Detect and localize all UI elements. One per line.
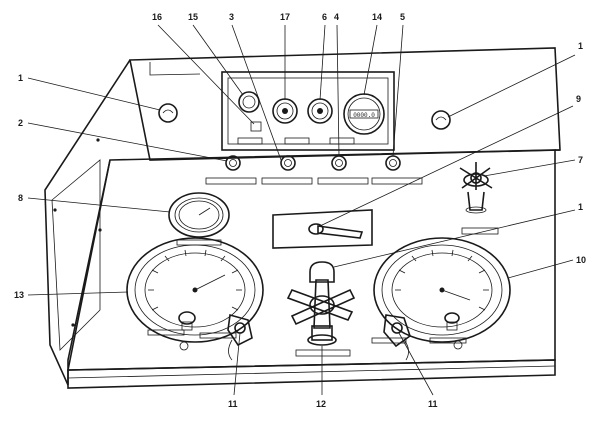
- switch-5: [371, 155, 423, 185]
- callout-5: 5: [400, 12, 405, 22]
- gauge-13: [126, 237, 264, 351]
- callout-15: 15: [188, 12, 198, 22]
- right-valve-handwheel: [459, 162, 499, 235]
- gauge-8: [168, 192, 230, 246]
- center-valve-handwheel: [286, 261, 356, 357]
- callout-6: 6: [322, 12, 327, 22]
- callout-11-left: 11: [228, 399, 238, 409]
- instrument-box: 0000.0: [221, 71, 395, 151]
- callout-16: 16: [152, 12, 162, 22]
- callout-1-left-light: 1: [18, 73, 23, 83]
- callout-14: 14: [372, 12, 382, 22]
- callout-12: 12: [316, 399, 326, 409]
- callout-13: 13: [14, 290, 24, 300]
- callout-1-center-valve: 1: [578, 202, 583, 212]
- callout-10: 10: [576, 255, 586, 265]
- callout-labels: 1 1 1 1 2 3 4 5 6 7 8 9 10 11 11 12 13 1…: [14, 12, 586, 409]
- switch-3: [261, 155, 313, 185]
- switch-2: [205, 155, 257, 185]
- hourmeter-readout: 0000.0: [353, 112, 375, 119]
- callout-11-right: 11: [428, 399, 438, 409]
- switch-4: [317, 155, 369, 185]
- gauge-10: [371, 237, 511, 350]
- callout-2: 2: [18, 118, 23, 128]
- callout-17: 17: [280, 12, 290, 22]
- callout-3: 3: [229, 12, 234, 22]
- callout-1-right-light: 1: [578, 41, 583, 51]
- callout-9: 9: [576, 94, 581, 104]
- selector-lever: [272, 209, 373, 249]
- toggle-switch-row: [205, 155, 423, 185]
- leader-lines: [27, 24, 576, 396]
- panel-body: [44, 47, 561, 389]
- callout-7: 7: [578, 155, 583, 165]
- callout-8: 8: [18, 193, 23, 203]
- callout-4: 4: [334, 12, 339, 22]
- indicator-lights: [158, 103, 451, 130]
- left-valve-11: [227, 313, 253, 361]
